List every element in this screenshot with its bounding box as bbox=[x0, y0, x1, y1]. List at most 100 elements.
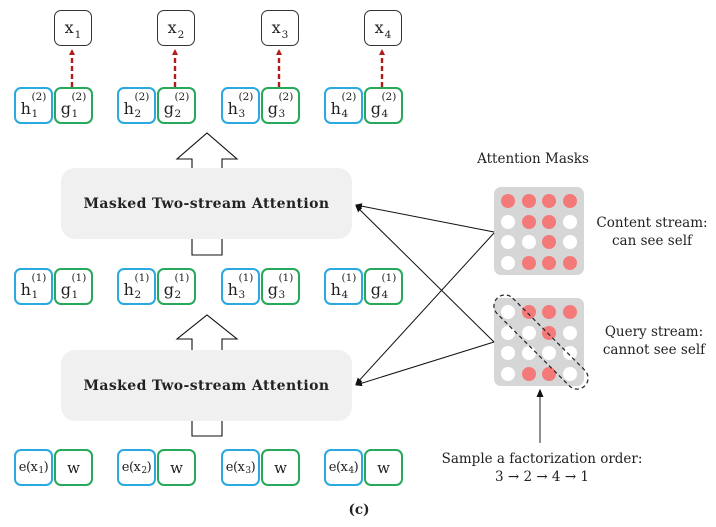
mask-cell-masked bbox=[562, 235, 577, 249]
content-stream-h: h(1)1 bbox=[14, 268, 53, 305]
content-stream-h: h(1)4 bbox=[324, 268, 363, 305]
content-stream-h: h(2)1 bbox=[14, 87, 53, 124]
content-stream-label: Content stream: can see self bbox=[588, 214, 716, 250]
symbol-base: g bbox=[60, 279, 71, 299]
query-stream-label-line1: Query stream: bbox=[604, 324, 704, 340]
symbol-base: g bbox=[370, 279, 381, 299]
symbol-subscript: 3 bbox=[238, 107, 246, 120]
embedding-subscript: 1 bbox=[38, 465, 44, 476]
mask-cell-masked bbox=[501, 214, 515, 229]
mask-cell-visible bbox=[521, 305, 536, 319]
mask-cell-visible bbox=[521, 255, 536, 270]
attention-block-upper: Masked Two-stream Attention bbox=[61, 168, 352, 239]
symbol-subscript: 2 bbox=[174, 107, 182, 120]
output-base: x bbox=[64, 18, 74, 37]
symbol-base: h bbox=[123, 98, 134, 118]
mask-cell-masked bbox=[542, 346, 556, 360]
symbol-base: g bbox=[370, 98, 381, 118]
symbol-base: g bbox=[163, 98, 174, 118]
symbol-superscript: (2) bbox=[278, 91, 294, 104]
symbol-base: g bbox=[267, 279, 278, 299]
symbol-subscript: 3 bbox=[278, 288, 286, 301]
query-stream-label-line2: cannot see self bbox=[602, 342, 706, 359]
symbol-subscript: 1 bbox=[31, 288, 39, 301]
attention-masks-title: Attention Masks bbox=[477, 151, 589, 167]
mask-cell-masked bbox=[562, 366, 577, 381]
symbol-base: h bbox=[227, 279, 238, 299]
symbol-base: g bbox=[60, 98, 71, 118]
flow-stub-lower bbox=[191, 421, 223, 437]
w-label: w bbox=[274, 458, 287, 477]
query-mask-to-lower-arrow bbox=[355, 341, 495, 387]
flow-up-arrow-lower bbox=[175, 314, 239, 350]
mask-cell-visible bbox=[542, 194, 556, 208]
symbol-superscript: (2) bbox=[174, 91, 190, 104]
symbol-subscript: 1 bbox=[31, 107, 39, 120]
output-base: x bbox=[167, 18, 177, 37]
mask-cell-masked bbox=[521, 325, 536, 340]
embedding-subscript: 4 bbox=[348, 465, 354, 476]
attention-block-upper-label: Masked Two-stream Attention bbox=[83, 195, 330, 212]
output-sub: 1 bbox=[74, 28, 82, 41]
query-stream-g: g(1)3 bbox=[261, 268, 300, 305]
symbol-superscript: (2) bbox=[71, 91, 87, 104]
query-stream-g: g(2) 4 bbox=[364, 87, 403, 124]
mask-cell-masked bbox=[501, 235, 515, 249]
symbol-base: g bbox=[267, 98, 278, 118]
symbol-base: h bbox=[330, 98, 341, 118]
symbol-superscript: (2) bbox=[341, 91, 357, 104]
query-stream-mask bbox=[494, 298, 584, 386]
mask-cell-visible bbox=[542, 235, 556, 249]
symbol-superscript: (1) bbox=[238, 272, 254, 285]
content-stream-label-line2: can see self bbox=[611, 233, 693, 250]
symbol-subscript: 4 bbox=[381, 107, 389, 120]
embedding-suffix: ) bbox=[353, 460, 359, 475]
mask-cell-visible bbox=[542, 325, 556, 340]
mask-cell-visible bbox=[562, 194, 577, 208]
mask-cell-masked bbox=[521, 235, 536, 249]
symbol-base: h bbox=[227, 98, 238, 118]
flow-up-arrow-upper bbox=[175, 132, 239, 168]
symbol-subscript: 4 bbox=[341, 288, 349, 301]
symbol-subscript: 1 bbox=[71, 288, 79, 301]
mask-cell-visible bbox=[521, 366, 536, 381]
symbol-base: h bbox=[20, 98, 31, 118]
symbol-base: h bbox=[20, 279, 31, 299]
symbol-superscript: (1) bbox=[381, 272, 397, 285]
content-stream-label-line1: Content stream: bbox=[596, 215, 708, 231]
mask-cell-masked bbox=[501, 305, 515, 319]
attention-block-lower: Masked Two-stream Attention bbox=[61, 350, 352, 421]
mask-cell-masked bbox=[501, 346, 515, 360]
content-stream-h: h(2) 4 bbox=[324, 87, 363, 124]
content-stream-h: h(2)3 bbox=[221, 87, 260, 124]
w-label: w bbox=[377, 458, 390, 477]
mask-cell-visible bbox=[562, 255, 577, 270]
symbol-superscript: (1) bbox=[341, 272, 357, 285]
symbol-subscript: 4 bbox=[381, 288, 389, 301]
symbol-superscript: (1) bbox=[134, 272, 150, 285]
output-base: x bbox=[374, 18, 384, 37]
mask-cell-masked bbox=[562, 325, 577, 340]
query-stream-g: g(1)2 bbox=[157, 268, 196, 305]
mask-cell-visible bbox=[501, 194, 515, 208]
mask-cell-visible bbox=[521, 194, 536, 208]
query-init-w: w bbox=[364, 449, 403, 486]
embedding-suffix: ) bbox=[43, 460, 49, 475]
symbol-superscript: (2) bbox=[134, 91, 150, 104]
output-sub: 2 bbox=[177, 28, 185, 41]
attention-block-lower-label: Masked Two-stream Attention bbox=[83, 377, 330, 394]
query-stream-g: g(1) 4 bbox=[364, 268, 403, 305]
symbol-subscript: 1 bbox=[71, 107, 79, 120]
output-sub: 3 bbox=[281, 28, 289, 41]
symbol-superscript: (2) bbox=[381, 91, 397, 104]
symbol-subscript: 4 bbox=[341, 107, 349, 120]
